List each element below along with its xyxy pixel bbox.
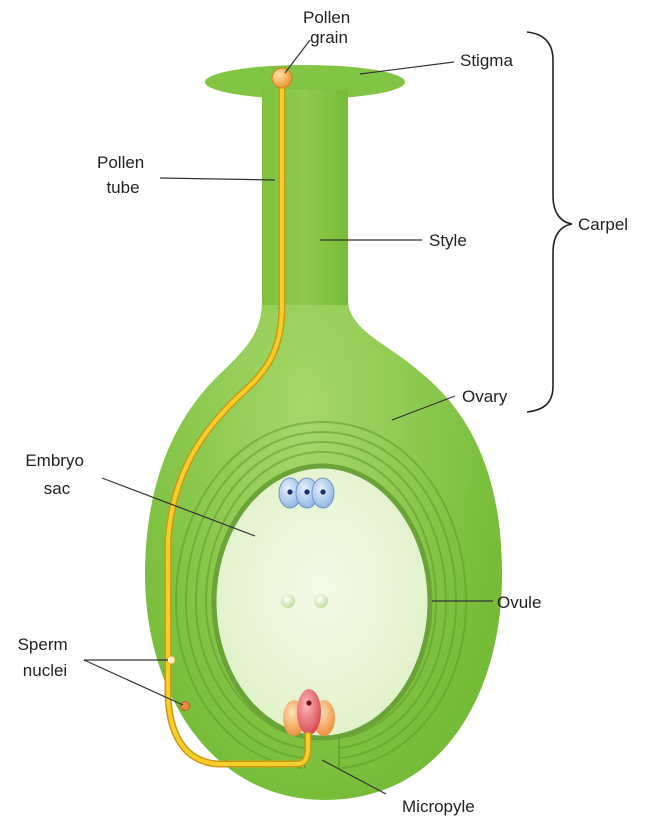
style-label: Style bbox=[429, 231, 467, 250]
carpel-label: Carpel bbox=[578, 215, 628, 234]
antipodal-cells-icon bbox=[279, 478, 334, 508]
style bbox=[262, 90, 348, 305]
ovule-label: Ovule bbox=[497, 593, 541, 612]
embryo-sac-label: Embryo sac bbox=[25, 451, 88, 498]
pollen-grain-icon bbox=[272, 68, 292, 88]
ovary-label: Ovary bbox=[462, 387, 508, 406]
carpel-brace bbox=[527, 32, 572, 412]
stigma-label: Stigma bbox=[460, 51, 513, 70]
pollen-grain-label: Pollen grain bbox=[303, 8, 355, 47]
sperm-nuclei-label: Sperm nuclei bbox=[18, 635, 73, 680]
micropyle-label: Micropyle bbox=[402, 797, 475, 816]
pollen-tube-label: Pollen tube bbox=[97, 153, 149, 197]
